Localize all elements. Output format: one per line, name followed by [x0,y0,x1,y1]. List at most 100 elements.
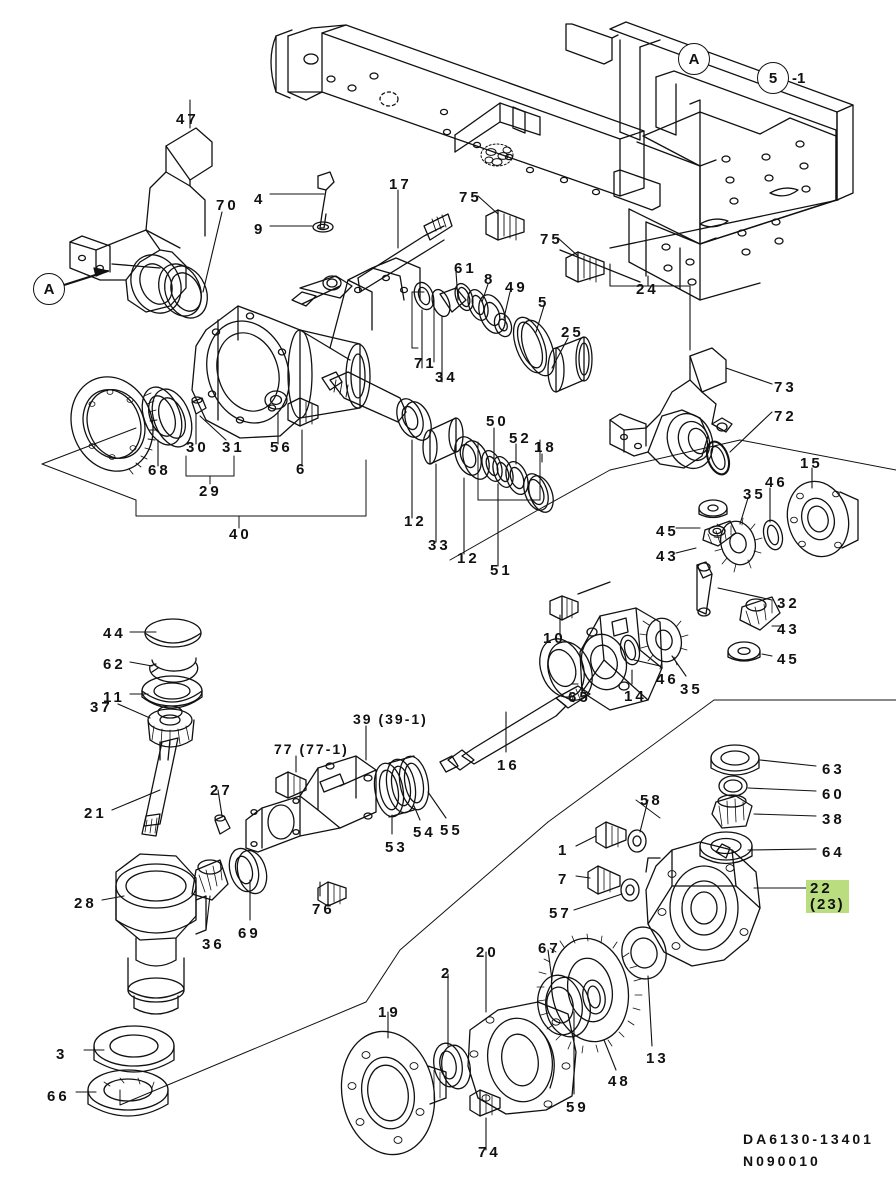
callout-52-27[interactable]: 52 [509,430,532,447]
callout-36-57[interactable]: 36 [202,936,225,953]
callout-16-44[interactable]: 16 [497,757,520,774]
callout-12-22[interactable]: 12 [404,513,427,530]
callout-73-29[interactable]: 73 [774,379,797,396]
callout-3939-1-45[interactable]: 39 (39-1) [353,711,428,727]
callout-27-56[interactable]: 27 [210,782,233,799]
callout-53-47[interactable]: 53 [385,839,408,856]
callout-63-74[interactable]: 63 [822,761,845,778]
gearbox-39 [191,755,377,907]
callout-1-71[interactable]: 1 [558,842,570,859]
callout-38-76[interactable]: 38 [822,811,845,828]
callout-35-42[interactable]: 35 [680,681,703,698]
callout-32-36[interactable]: 32 [777,595,800,612]
callout-44-50[interactable]: 44 [103,625,126,642]
callout-55-49[interactable]: 55 [440,822,463,839]
callout-46-41[interactable]: 46 [656,671,679,688]
callout-21-54[interactable]: 21 [84,805,107,822]
section-marker-five-1[interactable]: 5-1 [757,62,805,94]
callout-60-75[interactable]: 60 [822,786,845,803]
callout-25-12[interactable]: 25 [561,324,584,341]
knuckle-arm-47 [63,127,213,319]
callout-7-72[interactable]: 7 [558,871,570,888]
section-marker-a-top[interactable]: A [678,43,710,75]
chassis-frame-group [270,21,854,301]
callout-43-35[interactable]: 43 [656,548,679,565]
callout-75-6[interactable]: 75 [540,231,563,248]
callout-14-40[interactable]: 14 [624,688,647,705]
callout-18-28[interactable]: 18 [534,439,557,456]
callout-57-73[interactable]: 57 [549,905,572,922]
highlighted-callout-22[interactable]: 22(23) [806,880,849,913]
callout-13-69[interactable]: 13 [646,1050,669,1067]
callout-54-48[interactable]: 54 [413,824,436,841]
callout-11-52[interactable]: 11 [103,689,125,706]
callout-28-55[interactable]: 28 [74,895,97,912]
callout-19-62[interactable]: 19 [378,1004,401,1021]
callout-12-24[interactable]: 12 [457,550,480,567]
callout-45-34[interactable]: 45 [656,523,679,540]
callout-10-39[interactable]: 10 [543,630,566,647]
callout-3-60[interactable]: 3 [56,1046,68,1063]
callout-47-0[interactable]: 47 [176,111,199,128]
callout-33-23[interactable]: 33 [428,537,451,554]
section-marker-suffix: -1 [792,69,806,87]
callout-30-16[interactable]: 30 [186,439,209,456]
callout-4-2[interactable]: 4 [254,191,266,208]
callout-20-64[interactable]: 20 [476,944,499,961]
callout-58-70[interactable]: 58 [640,792,663,809]
callout-69-58[interactable]: 69 [238,925,261,942]
callout-35-32[interactable]: 35 [743,486,766,503]
callout-49-10[interactable]: 49 [505,279,528,296]
callout-61-8[interactable]: 61 [454,260,477,277]
callout-74-66[interactable]: 74 [478,1144,501,1161]
bottom-hub-group [340,974,606,1156]
callout-31-17[interactable]: 31 [222,439,245,456]
callout-75-5[interactable]: 75 [459,189,482,206]
highlighted-callout-alt: (23) [810,895,845,913]
group-brackets [41,427,541,529]
pinion-shaft-group [321,371,554,513]
callout-24-7[interactable]: 24 [636,281,659,298]
callout-8-9[interactable]: 8 [484,271,496,288]
callout-68-15[interactable]: 68 [148,462,171,479]
callout-43-37[interactable]: 43 [777,621,800,638]
callout-67-65[interactable]: 67 [538,940,561,957]
callout-46-33[interactable]: 46 [765,474,788,491]
carrier-22-group [119,699,896,1106]
callout-2-63[interactable]: 2 [441,965,453,982]
sheet-code: N090010 [743,1153,821,1169]
callout-6-20[interactable]: 6 [296,461,308,478]
highlighted-callout-number: 22 [810,880,833,897]
callout-56-19[interactable]: 56 [270,439,293,456]
callout-34-14[interactable]: 34 [435,369,458,386]
differential-cluster [449,439,896,711]
callout-5-11[interactable]: 5 [538,294,550,311]
section-marker-circle: A [678,43,710,75]
callout-65-43[interactable]: 65 [568,689,591,706]
callout-76-59[interactable]: 76 [312,901,335,918]
callout-9-3[interactable]: 9 [254,221,266,238]
section-marker-a-left[interactable]: A [33,273,65,305]
callout-40-21[interactable]: 40 [229,526,252,543]
section-marker-circle: A [33,273,65,305]
drawing-number: DA6130-13401 [743,1131,874,1147]
callout-51-25[interactable]: 51 [490,562,513,579]
bearing-stack-upper [413,281,593,393]
callout-50-26[interactable]: 50 [486,413,509,430]
callout-29-18[interactable]: 29 [199,483,222,500]
callout-71-13[interactable]: 71 [414,355,437,372]
callout-15-31[interactable]: 15 [800,455,823,472]
callout-48-68[interactable]: 48 [608,1073,631,1090]
callout-64-77[interactable]: 64 [822,844,845,861]
callout-37-53[interactable]: 37 [90,699,113,716]
left-spindle-group [87,618,207,1117]
callout-70-1[interactable]: 70 [216,197,239,214]
callout-45-38[interactable]: 45 [777,651,800,668]
callout-17-4[interactable]: 17 [389,176,412,193]
callout-66-61[interactable]: 66 [47,1088,70,1105]
callout-59-67[interactable]: 59 [566,1099,589,1116]
callout-62-51[interactable]: 62 [103,656,126,673]
callout-72-30[interactable]: 72 [774,408,797,425]
callout-7777-1-46[interactable]: 77 (77-1) [274,741,349,757]
